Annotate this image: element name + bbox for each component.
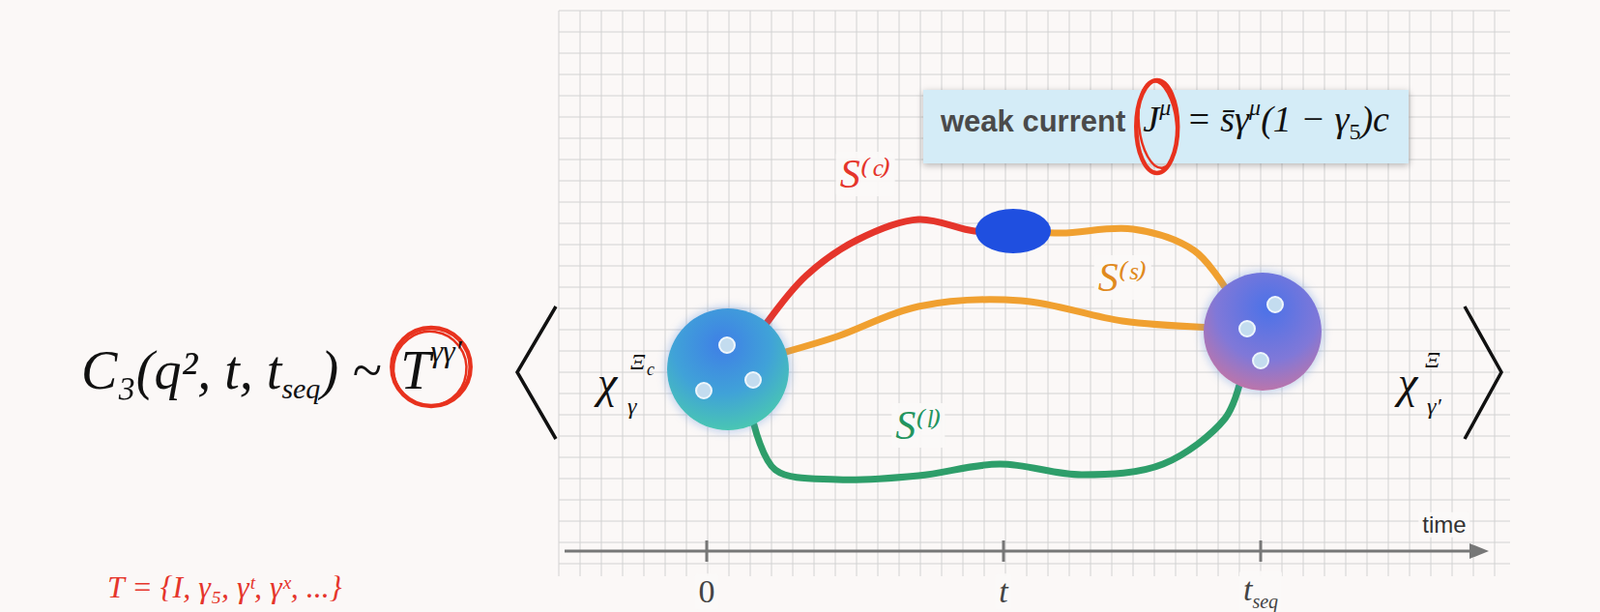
grid-line [558, 499, 1511, 501]
right-angle-bracket [1464, 306, 1502, 439]
light-propagator-label: S⁽ˡ⁾ [891, 403, 945, 448]
subscript: 5 [1348, 118, 1361, 145]
weak-current-vertex [975, 208, 1051, 254]
callout-title: weak current [940, 104, 1126, 139]
axis-label: time [1418, 512, 1470, 538]
subscript: γ [627, 394, 637, 418]
superscript: Ξ [630, 349, 645, 374]
correlator-formula: C₃(q², t, t [81, 340, 282, 401]
axis-tick [1259, 540, 1263, 562]
quark-dot [718, 336, 736, 354]
correlator-formula-group: C₃(q², t, tseq) ~ Tγγ′ [81, 333, 463, 406]
charm-propagator-label: S⁽ᶜ⁾ [836, 151, 896, 197]
quark-dot [695, 381, 713, 400]
tick-label: t [1243, 571, 1252, 608]
grid-line [558, 478, 1511, 480]
subscript: seq [281, 372, 320, 405]
grid-line [558, 287, 1511, 289]
grid-line [558, 31, 1511, 33]
superscript: μ [1249, 94, 1261, 120]
highlight-ring-stroke [391, 327, 470, 407]
tick-label-group: tseq [1239, 571, 1282, 612]
quark-dot [1266, 295, 1284, 314]
tick-label: 0 [695, 573, 720, 610]
initial-baryon-blob: χΞcγ [667, 308, 789, 431]
superscript: Ξ [1425, 348, 1440, 372]
quark-dot [1238, 320, 1256, 338]
time-axis [564, 540, 1489, 562]
gamma-structure-symbol: T [400, 340, 431, 401]
weak-current-callout: weak currentJμ= s̄γμ(1 − γ5)c [923, 89, 1409, 164]
axis-line [564, 550, 1472, 553]
grid-line [558, 308, 1511, 310]
quark-dot [1251, 351, 1270, 370]
lattice-grid [558, 10, 1511, 577]
grid-line [558, 180, 1511, 182]
subscript: seq [1251, 590, 1279, 612]
correlator-formula: ) ~ [320, 340, 381, 401]
strange-propagator-label: S⁽ˢ⁾ [1094, 255, 1152, 300]
grid-line [558, 457, 1511, 459]
left-angle-bracket [517, 306, 556, 439]
axis-tick [705, 540, 709, 562]
axis-arrowhead [1469, 543, 1489, 559]
current-formula: = s̄γ [1186, 98, 1250, 140]
grid-line [558, 542, 1511, 544]
current-formula: (1 − γ [1260, 98, 1349, 140]
interpolator-symbol: χ [1397, 360, 1418, 406]
grid-line [558, 74, 1511, 76]
interpolator-symbol: χ [597, 360, 617, 406]
subscript: γ′ [1426, 394, 1442, 418]
quark-dot [744, 371, 762, 389]
superscript: γγ′ [430, 333, 462, 369]
highlight-ring-stroke [388, 326, 471, 411]
quark-propagator [785, 299, 1204, 352]
grid-line [558, 436, 1511, 437]
subscript: c [646, 360, 655, 379]
grid-line [558, 521, 1511, 523]
quark-propagator [754, 385, 1240, 480]
highlight-ring-stroke [1134, 79, 1181, 171]
final-baryon-blob: χΞγ′ [1203, 272, 1322, 391]
axis-tick [1002, 540, 1006, 562]
gamma-set-note: T = {I, γ₅, γᵗ, γˣ, ...} [107, 570, 342, 605]
grid-line [558, 265, 1511, 267]
grid-line [558, 53, 1511, 55]
superscript: μ [1159, 94, 1171, 120]
grid-line [558, 10, 1511, 12]
grid-line [558, 563, 1511, 565]
current-formula: )c [1360, 98, 1390, 140]
current-symbol: J [1142, 98, 1160, 140]
tick-label: t [994, 573, 1012, 610]
grid-line [558, 202, 1511, 204]
